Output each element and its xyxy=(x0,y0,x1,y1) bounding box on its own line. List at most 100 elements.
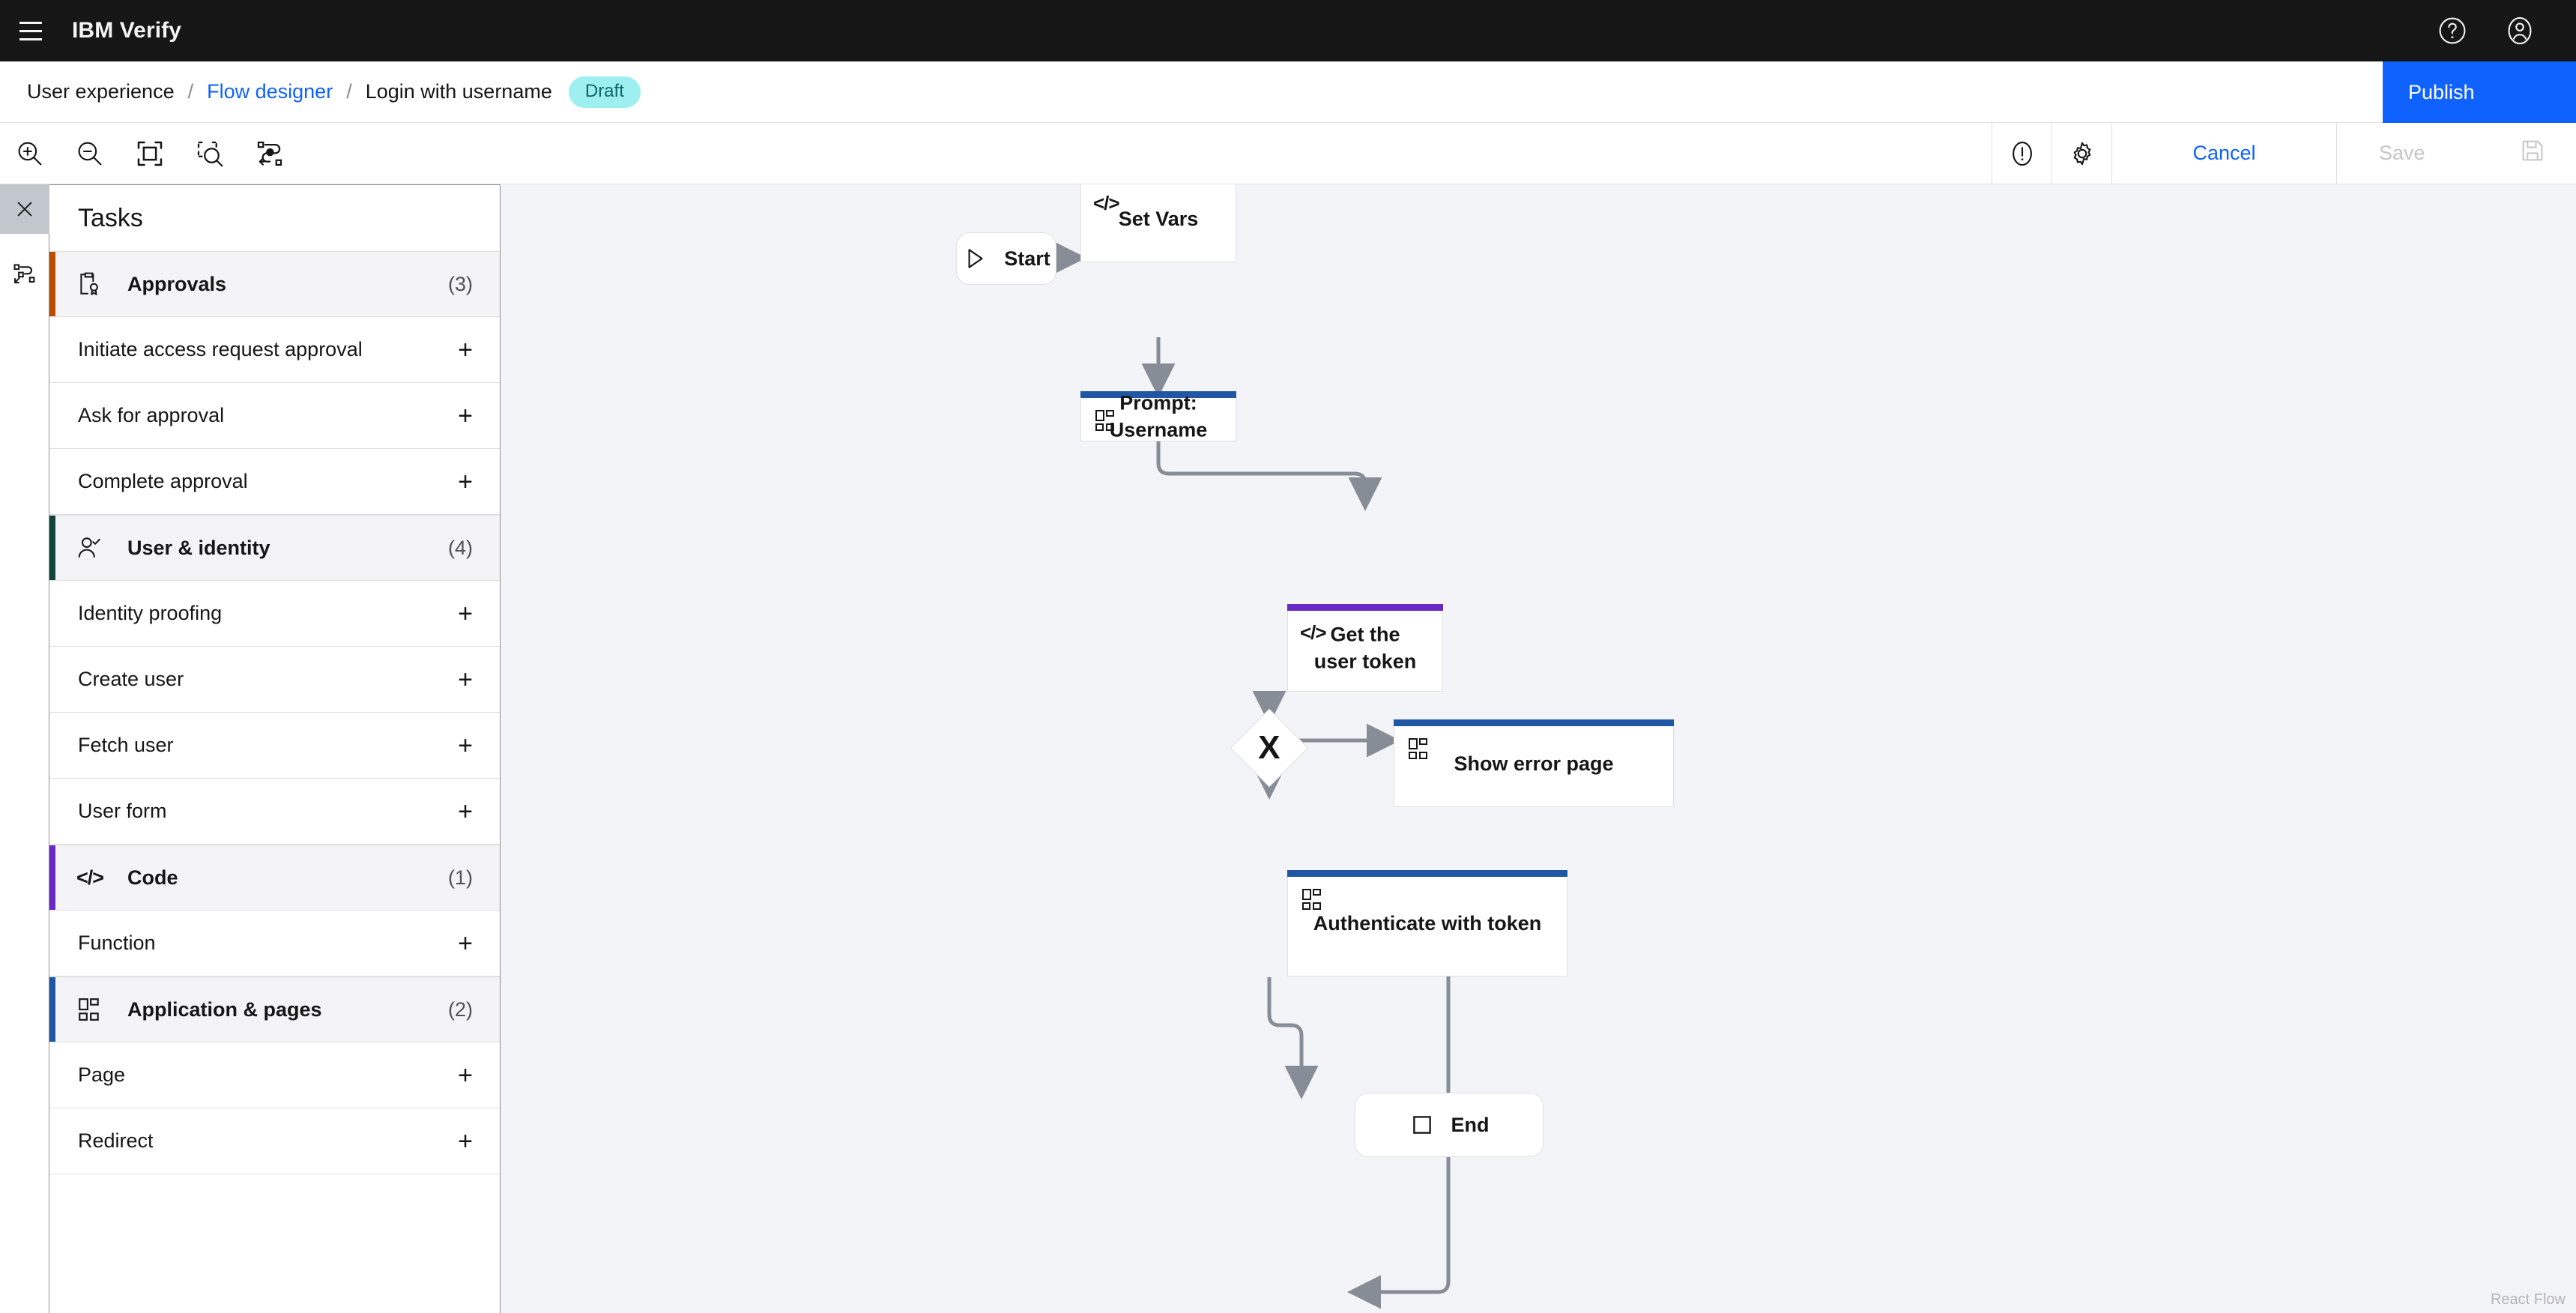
group-accent-bar xyxy=(49,977,55,1042)
edge-prompt-gettoken xyxy=(1156,441,1382,512)
close-panel-icon[interactable] xyxy=(0,184,49,234)
task-item-function[interactable]: Function + xyxy=(49,911,500,977)
code-icon: </> xyxy=(1300,621,1327,644)
breadcrumb-current: Login with username xyxy=(365,80,552,103)
node-prompt-username[interactable]: Prompt: Username xyxy=(1080,391,1236,441)
zoom-out-icon[interactable] xyxy=(60,123,120,184)
node-decision-label: X xyxy=(1258,728,1281,766)
task-item-label: Create user xyxy=(78,668,184,690)
add-task-icon[interactable]: + xyxy=(458,1126,473,1156)
flow-canvas[interactable]: Start </> Set Vars Prompt: Username </> … xyxy=(501,184,2576,1313)
application-pages-icon xyxy=(1300,887,1324,915)
task-item-complete-approval[interactable]: Complete approval + xyxy=(49,449,500,515)
breadcrumb-link-flow-designer[interactable]: Flow designer xyxy=(207,80,333,103)
task-item-fetch-user[interactable]: Fetch user+ xyxy=(49,713,500,779)
task-group-code[interactable]: </>Code(1) xyxy=(49,845,500,911)
task-group-user-identity[interactable]: User & identity (4) xyxy=(49,515,500,581)
task-group-approvals[interactable]: Approvals (3) xyxy=(49,251,500,317)
breadcrumb-root[interactable]: User experience xyxy=(27,80,175,103)
fit-to-screen-icon[interactable] xyxy=(120,123,180,184)
add-task-icon[interactable]: + xyxy=(458,599,473,628)
group-accent-bar xyxy=(49,252,55,316)
group-count: (4) xyxy=(448,536,473,559)
task-item-label: Redirect xyxy=(78,1129,154,1152)
add-task-icon[interactable]: + xyxy=(458,335,473,364)
group-label: Approvals xyxy=(127,272,227,295)
group-count: (3) xyxy=(448,272,473,295)
task-item-user-form[interactable]: User form + xyxy=(49,779,500,845)
user-avatar-icon[interactable] xyxy=(2489,0,2551,61)
code-icon: </> xyxy=(1093,192,1120,214)
add-task-icon[interactable]: + xyxy=(458,929,473,958)
panel-title: Tasks xyxy=(78,203,143,232)
cancel-button[interactable]: Cancel xyxy=(2111,123,2336,184)
react-flow-watermark: React Flow xyxy=(2485,1290,2570,1310)
group-accent-bar xyxy=(49,845,55,910)
task-item-label: Complete approval xyxy=(78,470,248,492)
flow-tasks-icon[interactable] xyxy=(0,250,49,300)
node-set-vars[interactable]: </> Set Vars xyxy=(1080,184,1236,262)
zoom-to-selection-icon[interactable] xyxy=(180,123,240,184)
node-show-error-page[interactable]: Show error page xyxy=(1394,719,1674,807)
group-label: Code xyxy=(127,866,178,889)
clipboard-approval-icon xyxy=(76,271,111,297)
canvas-toolbar: Cancel Save xyxy=(0,123,2576,184)
node-start-label: Start xyxy=(1004,247,1050,270)
task-item-label: Initiate access request approval xyxy=(78,338,363,360)
edge-error-end xyxy=(1346,934,1451,1309)
group-count: (2) xyxy=(448,997,473,1021)
save-button[interactable]: Save xyxy=(2336,123,2576,184)
breadcrumb: User experience / Flow designer / Login … xyxy=(0,76,641,108)
node-authenticate-with-token-label: Authenticate with token xyxy=(1313,911,1542,935)
task-item-label: Ask for approval xyxy=(78,404,225,426)
task-item-redirect[interactable]: Redirect + xyxy=(49,1108,500,1174)
node-end-label: End xyxy=(1451,1113,1490,1136)
task-item-identity-proofing[interactable]: Identity proofing + xyxy=(49,581,500,647)
stop-square-icon xyxy=(1409,1112,1435,1138)
add-task-icon[interactable]: + xyxy=(458,797,473,826)
breadcrumb-separator-1: / xyxy=(187,80,194,103)
task-item-ask-for-approval[interactable]: Ask for approval + xyxy=(49,383,500,449)
help-icon[interactable] xyxy=(2422,0,2483,61)
node-accent-bar xyxy=(1394,719,1674,726)
code-icon: </> xyxy=(76,866,104,889)
node-authenticate-with-token[interactable]: Authenticate with token xyxy=(1287,870,1567,977)
add-task-icon[interactable]: + xyxy=(458,467,473,496)
user-check-icon xyxy=(76,535,111,561)
add-task-icon[interactable]: + xyxy=(458,731,473,760)
brand-title: IBM Verify xyxy=(72,18,182,43)
application-pages-icon xyxy=(1406,737,1430,764)
tasks-panel: Tasks Approvals (3) Initiate access reques… xyxy=(49,184,501,1313)
task-item-label: User form xyxy=(78,800,167,822)
add-task-icon[interactable]: + xyxy=(458,401,473,430)
node-get-user-token[interactable]: </> Get the user token xyxy=(1287,604,1443,692)
task-item-label: Function xyxy=(78,932,156,954)
breadcrumb-bar: User experience / Flow designer / Login … xyxy=(0,61,2576,123)
application-pages-icon xyxy=(76,997,111,1022)
play-icon xyxy=(962,246,988,271)
node-prompt-username-label: Prompt: Username xyxy=(1109,391,1208,441)
task-item-create-user[interactable]: Create user + xyxy=(49,647,500,713)
hamburger-menu-icon[interactable] xyxy=(0,0,61,61)
node-get-user-token-label: Get the user token xyxy=(1313,623,1417,673)
task-item-initiate-access-request-approval[interactable]: Initiate access request approval + xyxy=(49,317,500,383)
header-actions xyxy=(2422,0,2576,61)
task-group-application-pages[interactable]: Application & pages(2) xyxy=(49,977,500,1042)
publish-button[interactable]: Publish xyxy=(2383,61,2576,123)
warning-alt-icon[interactable] xyxy=(1992,123,2052,184)
group-accent-bar xyxy=(49,516,55,580)
group-label: User & identity xyxy=(127,536,270,559)
node-accent-bar xyxy=(1287,604,1443,611)
task-item-page[interactable]: Page+ xyxy=(49,1042,500,1108)
gear-icon[interactable] xyxy=(2052,123,2111,184)
add-task-icon[interactable]: + xyxy=(458,665,473,694)
add-task-icon[interactable]: + xyxy=(458,1060,473,1090)
zoom-in-icon[interactable] xyxy=(0,123,60,184)
node-end[interactable]: End xyxy=(1355,1093,1544,1157)
node-start[interactable]: Start xyxy=(956,232,1056,285)
node-accent-bar xyxy=(1287,870,1567,877)
auto-layout-icon[interactable] xyxy=(240,123,300,184)
node-show-error-page-label: Show error page xyxy=(1454,752,1614,775)
task-item-label: Identity proofing xyxy=(78,602,223,624)
status-badge: Draft xyxy=(568,76,641,108)
